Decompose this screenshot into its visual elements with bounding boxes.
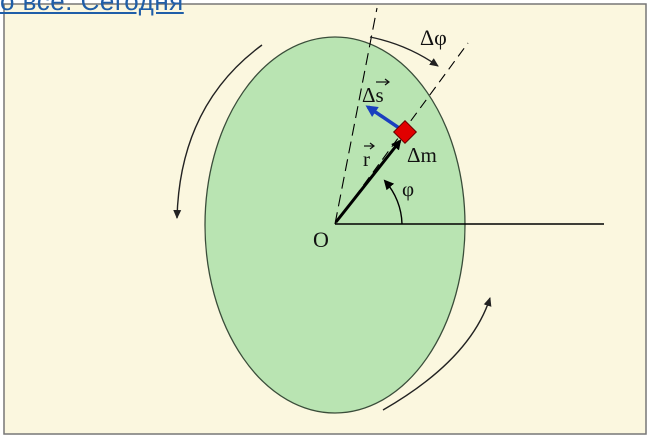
red-square-icon <box>392 119 418 145</box>
angle-phi-label: φ <box>402 177 414 201</box>
angle-phi-arc <box>383 179 403 225</box>
angle-delta-phi-label: Δφ <box>420 25 447 50</box>
dashed-line-initial <box>334 7 378 225</box>
radius-vector-arrow <box>334 139 402 223</box>
radius-vector-overarrow-head <box>369 142 375 150</box>
header-text-fragment: о все. Сегодня <box>0 0 184 16</box>
displacement-overarrow-head <box>384 78 390 86</box>
displacement-label: Δs <box>362 83 384 107</box>
curved-arrow-icon <box>382 297 492 411</box>
radius-vector-label: r <box>363 147 370 171</box>
rotating-disk <box>204 36 466 414</box>
mass-element-label: Δm <box>407 143 437 167</box>
center-label: O <box>313 227 329 252</box>
curved-arrow-icon <box>173 44 263 219</box>
angle-delta-phi-arc <box>369 36 439 67</box>
